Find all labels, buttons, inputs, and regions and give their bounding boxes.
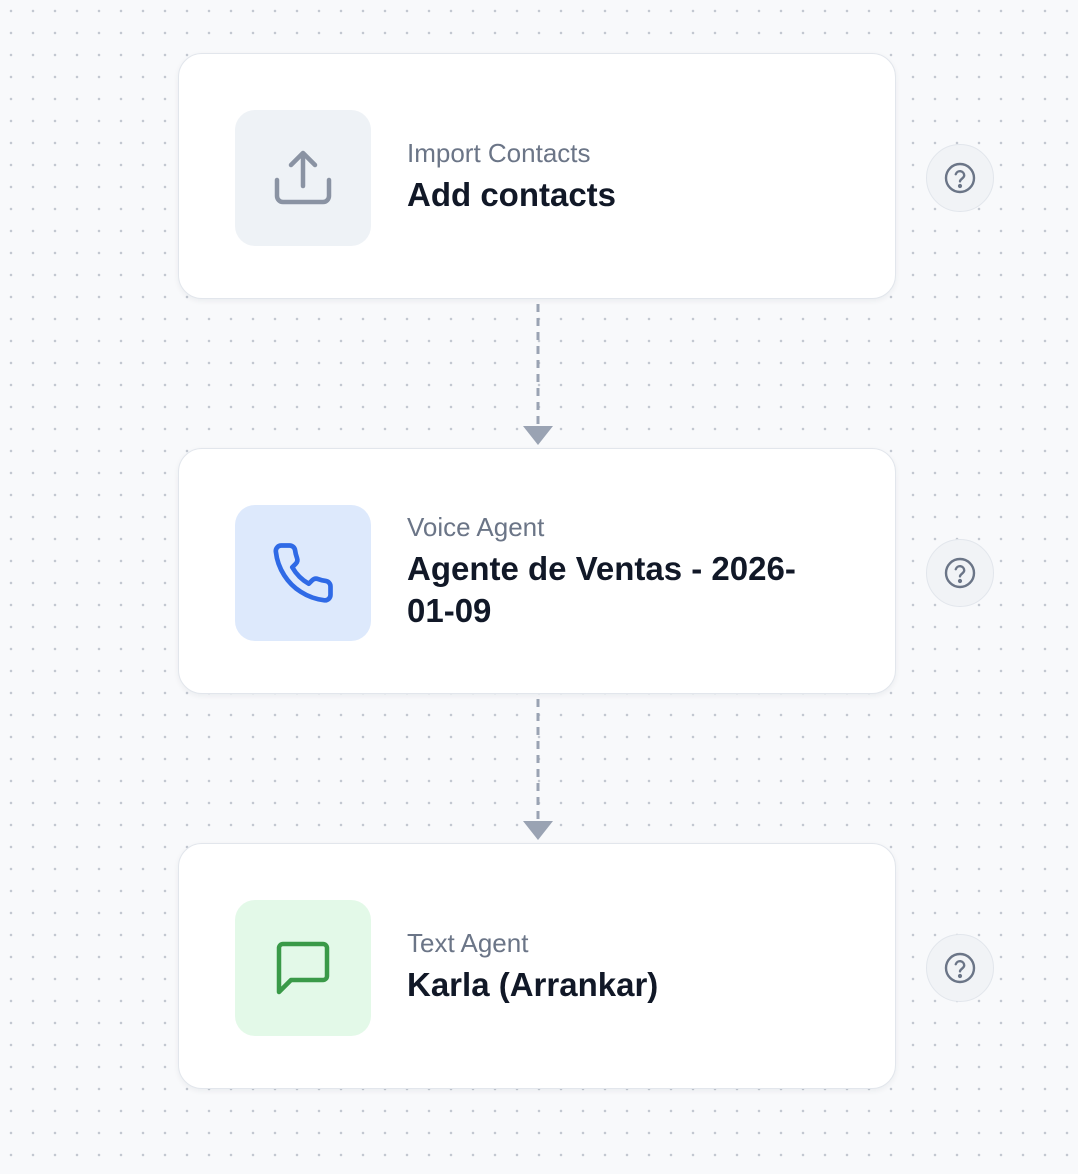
question-circle-icon: [944, 952, 976, 984]
node-text: Voice Agent Agente de Ventas - 2026-01-0…: [407, 449, 835, 693]
workflow-node-text-agent[interactable]: Text Agent Karla (Arrankar): [178, 843, 896, 1089]
flow-connector: [523, 304, 553, 445]
question-circle-icon: [944, 162, 976, 194]
help-button[interactable]: [926, 934, 994, 1002]
question-circle-icon: [944, 557, 976, 589]
node-title: Karla (Arrankar): [407, 966, 659, 1003]
workflow-node-import-contacts[interactable]: Import Contacts Add contacts: [178, 53, 896, 299]
node-type-label: Import Contacts: [407, 138, 591, 168]
node-title: Add contacts: [407, 176, 617, 213]
node-title: Agente de Ventas - 2026-01-09: [407, 550, 796, 629]
flow-connector: [523, 699, 553, 840]
node-type-label: Voice Agent: [407, 512, 545, 542]
node-icon-tile: [235, 110, 371, 246]
message-icon: [276, 941, 330, 995]
help-button[interactable]: [926, 539, 994, 607]
dashed-arrow-down-icon: [523, 821, 553, 840]
node-text: Import Contacts Add contacts: [407, 54, 835, 298]
node-icon-tile: [235, 505, 371, 641]
phone-icon: [273, 543, 333, 603]
help-button[interactable]: [926, 144, 994, 212]
dashed-arrow-down-icon: [523, 426, 553, 445]
node-text: Text Agent Karla (Arrankar): [407, 844, 835, 1088]
upload-icon: [274, 150, 332, 205]
node-icon-tile: [235, 900, 371, 1036]
node-type-label: Text Agent: [407, 928, 529, 958]
workflow-node-voice-agent[interactable]: Voice Agent Agente de Ventas - 2026-01-0…: [178, 448, 896, 694]
